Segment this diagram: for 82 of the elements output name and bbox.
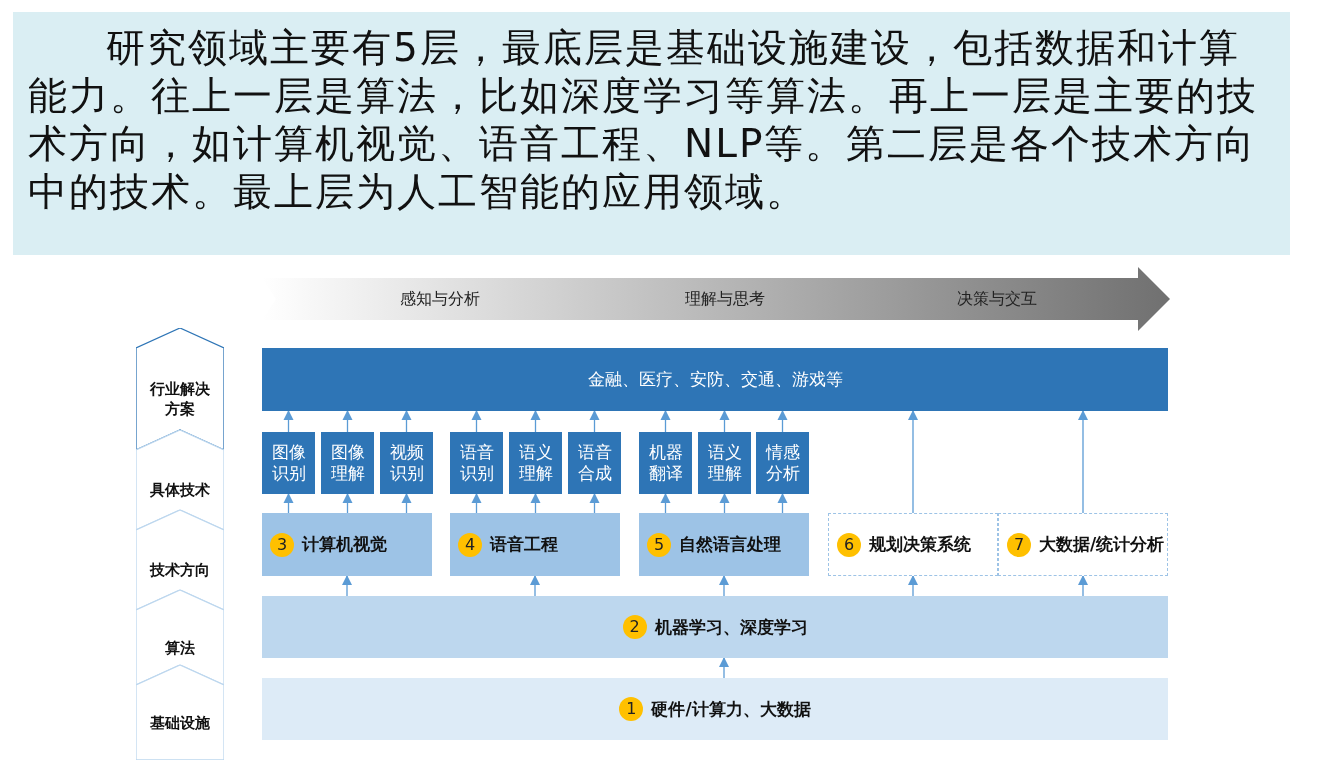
number-badge: 4 (458, 532, 482, 557)
technology-box (262, 432, 315, 494)
layer-box (998, 513, 1168, 576)
text-panel (13, 12, 1290, 255)
stage-label: 决策与交互 (957, 288, 1038, 310)
technology-box (639, 432, 692, 494)
arrow (1077, 409, 1089, 514)
number-badge: 6 (837, 532, 861, 557)
layer-box (262, 596, 1168, 658)
arrow (777, 492, 788, 514)
arrow (471, 492, 482, 514)
layer-tab (136, 328, 224, 450)
layer-box (262, 678, 1168, 740)
layer-tab (136, 430, 224, 530)
technology-label: 机器翻译 (647, 442, 684, 484)
arrow (342, 409, 353, 433)
technology-box (756, 432, 809, 494)
arrow (283, 409, 294, 433)
technology-label: 图像识别 (270, 442, 307, 484)
layer-label: 硬件/计算力、大数据 (651, 697, 811, 721)
layer-label: 自然语言处理 (679, 533, 781, 556)
arrow (341, 574, 353, 597)
arrow (283, 492, 294, 514)
technology-label: 视频识别 (388, 442, 425, 484)
arrow (719, 409, 730, 433)
arrow (660, 492, 671, 514)
application-label: 金融、医疗、安防、交通、游戏等 (587, 369, 843, 390)
arrow (401, 409, 412, 433)
intro-paragraph: 研究领域主要有5层，最底层是基础设施建设，包括数据和计算能力。往上一层是算法，比如深度学习等算法。再上一层是主要的技术方向，如计算机视觉、语音工程、NLP等。第二层是各个技术方向中的技术。最上层为人工智能的应用领域。 (28, 24, 1259, 216)
technology-box (380, 432, 433, 494)
layer-tab (136, 510, 224, 610)
layer-label: 基础设施 (149, 712, 211, 734)
arrow (1077, 574, 1089, 597)
layer-box (262, 513, 432, 576)
arrow (530, 409, 541, 433)
arrow (718, 656, 730, 679)
layer-label: 机器学习、深度学习 (654, 615, 808, 639)
technology-box (698, 432, 751, 494)
arrow (342, 492, 353, 514)
arrow (777, 409, 788, 433)
technology-label: 情感分析 (764, 442, 801, 484)
technology-label: 语音合成 (576, 442, 613, 484)
layer-box (450, 513, 620, 576)
arrow (589, 492, 600, 514)
layer-label: 规划决策系统 (869, 533, 971, 556)
application-bar (262, 348, 1168, 411)
layer-label: 计算机视觉 (302, 533, 387, 556)
stage-label: 感知与分析 (400, 288, 481, 310)
arrow (660, 409, 671, 433)
arrow (907, 409, 919, 514)
number-badge: 5 (647, 532, 671, 557)
technology-box (321, 432, 374, 494)
number-badge: 7 (1007, 532, 1031, 557)
arrow (401, 492, 412, 514)
arrow (719, 492, 730, 514)
stage-label: 理解与思考 (685, 288, 766, 310)
arrow (907, 574, 919, 597)
technology-box (509, 432, 562, 494)
technology-label: 语义理解 (517, 442, 554, 484)
number-badge: 2 (622, 615, 647, 639)
arrow (530, 492, 541, 514)
arrow (529, 574, 541, 597)
layer-label: 算法 (164, 637, 196, 659)
technology-box (568, 432, 621, 494)
layer-label: 具体技术 (149, 480, 211, 501)
technology-label: 图像理解 (329, 442, 366, 484)
layer-label: 大数据/统计分析 (1039, 533, 1165, 556)
arrow (589, 409, 600, 433)
layer-label: 语音工程 (490, 533, 558, 556)
technology-label: 语音识别 (458, 442, 495, 484)
technology-box (450, 432, 503, 494)
arrow (718, 574, 730, 597)
layer-label: 技术方向 (148, 560, 211, 581)
layer-box (828, 513, 998, 576)
layer-label: 行业解决方案 (149, 379, 211, 420)
number-badge: 1 (619, 697, 644, 721)
layer-box (639, 513, 809, 576)
number-badge: 3 (270, 532, 294, 557)
layer-tab (136, 665, 224, 760)
technology-label: 语义理解 (706, 442, 743, 484)
arrow (471, 409, 482, 433)
layer-tab (136, 590, 224, 685)
